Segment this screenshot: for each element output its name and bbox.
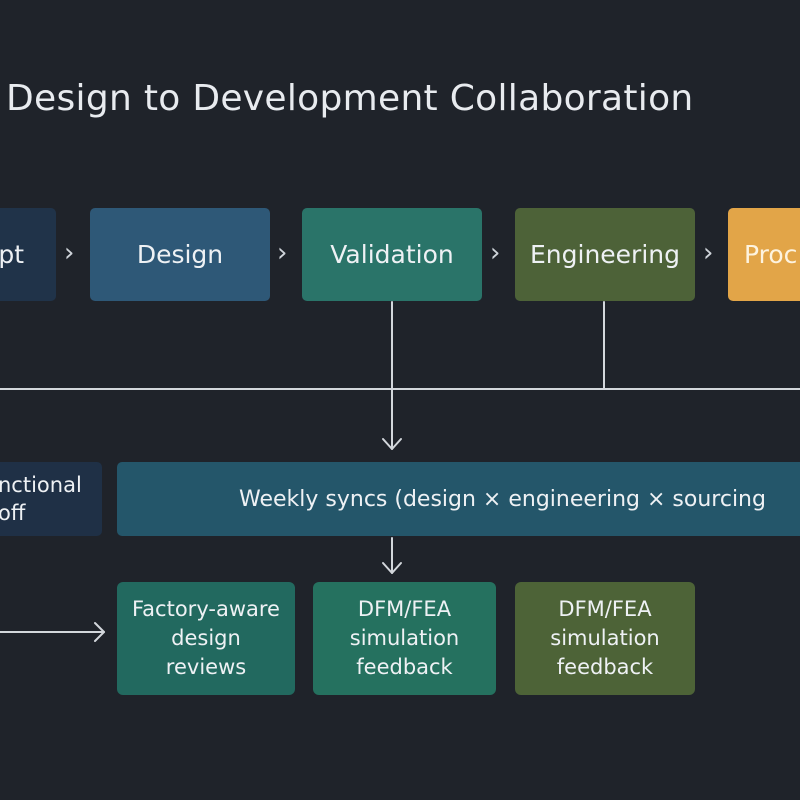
dfm1-line-3: feedback <box>356 655 453 679</box>
stage-design: Design <box>90 208 270 301</box>
stage-design-label: Design <box>136 239 224 269</box>
factory-line-2: design <box>171 626 241 650</box>
dfm2-line-3: feedback <box>556 655 654 679</box>
dfm2-line-2: simulation <box>550 626 660 650</box>
stage-concept: pt <box>0 208 56 301</box>
factory-line-1: Factory-aware <box>132 597 280 621</box>
stage-concept-label: pt <box>0 239 24 269</box>
handoff-line-1: nctional <box>0 473 82 497</box>
dfm-fea-feedback-box-2: DFM/FEA simulation feedback <box>515 582 695 695</box>
stage-validation: Validation <box>302 208 482 301</box>
weekly-syncs-label: Weekly syncs (design × engineering × sou… <box>239 486 766 512</box>
chevron-right-icon: › <box>64 238 75 268</box>
stage-validation-label: Validation <box>330 239 454 269</box>
arrow-down-icon <box>382 562 402 574</box>
factory-aware-reviews-box: Factory-aware design reviews <box>117 582 295 695</box>
chevron-right-icon: › <box>490 238 501 268</box>
handoff-line-2: off <box>0 501 26 525</box>
weekly-syncs-box: Weekly syncs (design × engineering × sou… <box>117 462 800 536</box>
cross-functional-handoff: nctional off <box>0 462 102 536</box>
dfm1-line-1: DFM/FEA <box>357 597 452 621</box>
dfm-fea-feedback-box-1: DFM/FEA simulation feedback <box>313 582 496 695</box>
factory-line-3: reviews <box>165 655 247 679</box>
page-title: Design to Development Collaboration <box>6 78 694 119</box>
chevron-right-icon: › <box>703 238 714 268</box>
stage-engineering-label: Engineering <box>530 239 680 269</box>
arrow-down-icon <box>382 438 402 450</box>
dfm2-line-1: DFM/FEA <box>558 597 652 621</box>
dfm1-line-2: simulation <box>349 626 460 650</box>
stage-engineering: Engineering <box>515 208 695 301</box>
stage-production: Proc <box>728 208 800 301</box>
arrow-right-icon <box>94 622 105 642</box>
chevron-right-icon: › <box>277 238 288 268</box>
stage-production-label: Proc <box>744 239 798 269</box>
